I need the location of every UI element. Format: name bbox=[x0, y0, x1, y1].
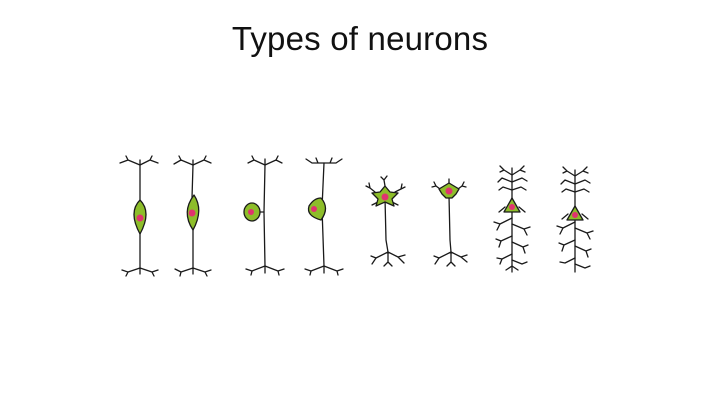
neuron-pyramidal-2 bbox=[556, 166, 594, 273]
nucleus bbox=[381, 193, 389, 201]
nucleus bbox=[311, 206, 317, 212]
neuron-pyramidal-1 bbox=[493, 165, 531, 273]
nucleus bbox=[572, 212, 578, 218]
nucleus bbox=[509, 204, 515, 210]
slide-title: Types of neurons bbox=[231, 20, 489, 57]
nucleus bbox=[136, 214, 144, 222]
neuron-pseudounipolar-1 bbox=[243, 155, 285, 276]
soma bbox=[307, 197, 327, 221]
nucleus bbox=[445, 187, 453, 195]
nucleus bbox=[248, 209, 254, 215]
nucleus bbox=[188, 209, 196, 217]
neuron-bipolar-2 bbox=[173, 155, 212, 277]
neuron-pseudounipolar-2 bbox=[304, 157, 344, 276]
neuron-bipolar-1 bbox=[119, 155, 159, 277]
neuron-multipolar-1 bbox=[365, 175, 406, 267]
neuron-multipolar-2 bbox=[431, 178, 468, 267]
